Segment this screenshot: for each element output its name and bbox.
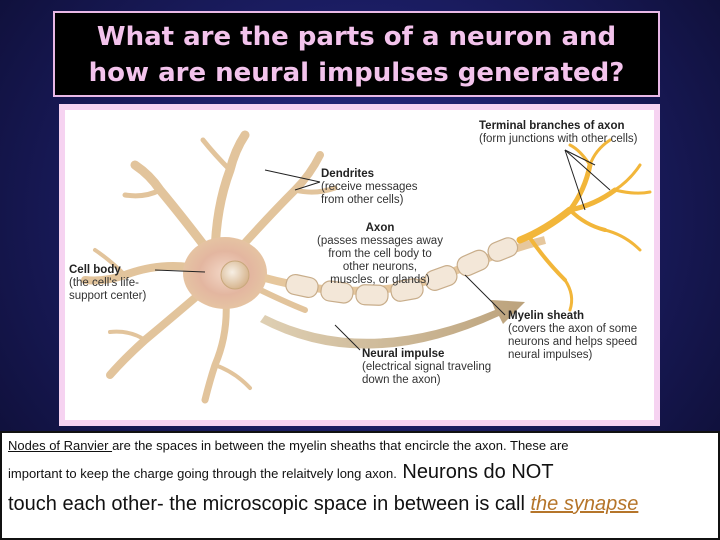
caption-text-4: touch each other- the microscopic space … <box>8 493 531 515</box>
label-dendrites: Dendrites (receive messages from other c… <box>321 168 418 206</box>
label-myelin-sheath: Myelin sheath (covers the axon of some n… <box>508 310 638 361</box>
caption-text-1: are the spaces in between the myelin she… <box>112 438 569 453</box>
neural-impulse-arrow <box>260 300 525 349</box>
neuron-figure-frame: Terminal branches of axon (form junction… <box>59 104 660 426</box>
nucleus <box>220 260 250 290</box>
caption-line-3: touch each other- the microscopic space … <box>8 488 712 520</box>
neuron-diagram: Terminal branches of axon (form junction… <box>65 110 654 420</box>
title-line-2: how are neural impulses generated? <box>88 58 625 88</box>
caption-box: Nodes of Ranvier are the spaces in betwe… <box>0 431 720 540</box>
label-cell-body: Cell body (the cell's life- support cent… <box>69 264 147 302</box>
label-axon: Axon (passes messages away from the cell… <box>317 222 443 286</box>
title-line-1: What are the parts of a neuron and <box>96 22 617 52</box>
leader-lines <box>154 149 611 351</box>
synapse-term: the synapse <box>530 493 639 515</box>
title-box: What are the parts of a neuron and how a… <box>53 11 660 97</box>
label-terminal-branches: Terminal branches of axon (form junction… <box>479 120 638 145</box>
nodes-of-ranvier-term: Nodes of Ranvier <box>8 438 113 453</box>
myelin-sheath <box>285 237 519 306</box>
slide-title: What are the parts of a neuron and how a… <box>63 19 650 91</box>
neuron-illustration <box>81 130 652 404</box>
label-neural-impulse: Neural impulse (electrical signal travel… <box>362 348 492 386</box>
terminal-branches <box>516 138 652 312</box>
caption-line-1: Nodes of Ranvier are the spaces in betwe… <box>8 436 712 456</box>
caption-line-2: important to keep the charge going throu… <box>8 456 712 488</box>
caption-text-2: important to keep the charge going throu… <box>8 466 397 481</box>
caption-text-3: Neurons do NOT <box>396 461 554 483</box>
